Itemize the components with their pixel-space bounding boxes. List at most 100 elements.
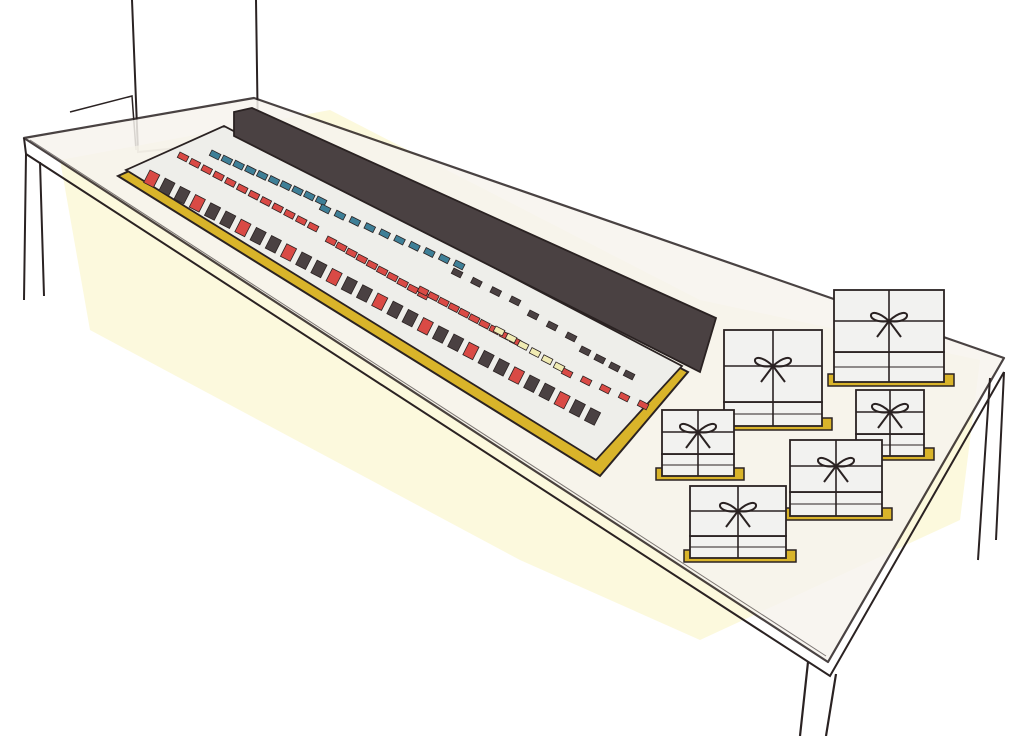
chocolate-piece	[283, 208, 296, 220]
chocolate-bar	[447, 333, 465, 353]
chocolate-bar	[568, 399, 586, 418]
chocolate-piece	[622, 369, 636, 381]
chocolate-piece	[259, 196, 273, 207]
chocolate-piece	[318, 203, 332, 215]
chocolate-piece	[255, 169, 269, 181]
chocolate-bar	[538, 382, 556, 402]
chocolate-bar	[188, 194, 206, 213]
chocolate-piece	[598, 383, 612, 395]
chocolate-bar	[249, 226, 267, 246]
chocolate-bar	[462, 341, 480, 361]
chocolate-piece	[279, 180, 293, 192]
chocolate-piece	[447, 302, 461, 314]
chocolate-piece	[363, 222, 377, 234]
chocolate-piece	[188, 157, 202, 169]
chocolate-piece	[267, 175, 281, 186]
chocolate-piece	[636, 399, 650, 411]
chocolate-piece	[220, 154, 234, 166]
chocolate-piece	[545, 320, 559, 332]
chocolate-bar	[386, 300, 404, 320]
chocolate-piece	[302, 190, 316, 202]
chocolate-bar	[401, 308, 419, 328]
chocolate-piece	[526, 309, 540, 321]
gift-box	[655, 409, 745, 481]
chocolate-piece	[516, 339, 530, 351]
chocolate-bar	[264, 235, 282, 254]
gift-box	[717, 329, 833, 431]
chocolate-bar	[158, 177, 176, 197]
chocolate-piece	[564, 331, 578, 343]
chocolate-piece	[375, 265, 389, 277]
chocolate-piece	[271, 202, 284, 214]
chocolate-bar	[355, 284, 374, 303]
chocolate-bar	[295, 251, 313, 271]
gift-box-bow	[754, 357, 792, 383]
gift-box-bow	[871, 403, 909, 429]
chocolate-piece	[528, 347, 542, 359]
chocolate-bar	[219, 210, 237, 230]
tray-surface	[124, 124, 684, 462]
chocolate-piece	[396, 277, 410, 289]
chocolate-piece	[452, 259, 466, 271]
chocolate-bar	[234, 218, 252, 238]
chocolate-bar	[203, 202, 222, 221]
gift-box-bow	[679, 423, 717, 449]
chocolate-piece	[408, 240, 421, 252]
chocolate-tray	[115, 107, 718, 478]
table-edge	[23, 137, 1005, 678]
chocolate-piece	[378, 228, 392, 240]
chocolate-piece	[244, 164, 257, 176]
chocolate-piece	[422, 247, 436, 258]
chocolate-piece	[345, 247, 358, 259]
chocolate-piece	[593, 353, 607, 365]
chocolate-bar	[583, 407, 602, 426]
chocolate-bar	[279, 243, 298, 262]
chocolate-bar	[310, 259, 328, 279]
gift-box-bow	[870, 312, 908, 338]
chocolate-bar	[371, 292, 389, 312]
gift-box	[783, 439, 893, 521]
chocolate-bar	[173, 185, 191, 205]
chocolate-piece	[212, 170, 225, 182]
table-leg-right-back	[977, 371, 1005, 561]
chocolate-piece	[333, 209, 347, 221]
chocolate-piece	[232, 159, 246, 171]
chocolate-piece	[348, 215, 362, 227]
chocolate-bar	[416, 317, 434, 336]
chocolate-bar	[431, 325, 450, 344]
chocolate-piece	[608, 361, 621, 373]
chocolate-piece	[579, 375, 593, 387]
chocolate-piece	[235, 183, 249, 195]
chocolate-piece	[457, 307, 471, 319]
chocolate-piece	[386, 271, 399, 283]
chocolate-piece	[437, 296, 450, 308]
chocolate-piece	[540, 354, 554, 366]
chocolate-piece	[208, 149, 222, 161]
gift-box	[827, 289, 955, 387]
chocolate-piece	[334, 241, 348, 253]
gift-box-bow	[817, 457, 855, 483]
chocolate-piece	[247, 189, 261, 201]
chocolate-piece	[393, 234, 406, 246]
chocolate-bar	[553, 390, 571, 410]
chocolate-piece	[437, 253, 451, 265]
chocolate-piece	[200, 164, 214, 176]
chocolate-bar	[507, 366, 526, 385]
chocolate-bar	[523, 374, 541, 394]
chocolate-piece	[508, 295, 522, 307]
gift-box-bow	[719, 502, 757, 528]
gift-boxes	[655, 289, 955, 563]
chocolate-piece	[314, 195, 328, 207]
chocolate-piece	[492, 325, 506, 337]
chocolate-bar	[340, 276, 358, 295]
chocolate-piece	[324, 235, 338, 247]
chocolate-piece	[355, 253, 369, 265]
dark-chocolate-rail	[233, 107, 718, 374]
chocolate-piece	[560, 367, 574, 379]
chocolate-piece	[504, 332, 518, 344]
chocolate-bar	[325, 267, 343, 287]
chocolate-piece	[416, 285, 430, 297]
chocolate-piece	[467, 313, 481, 325]
